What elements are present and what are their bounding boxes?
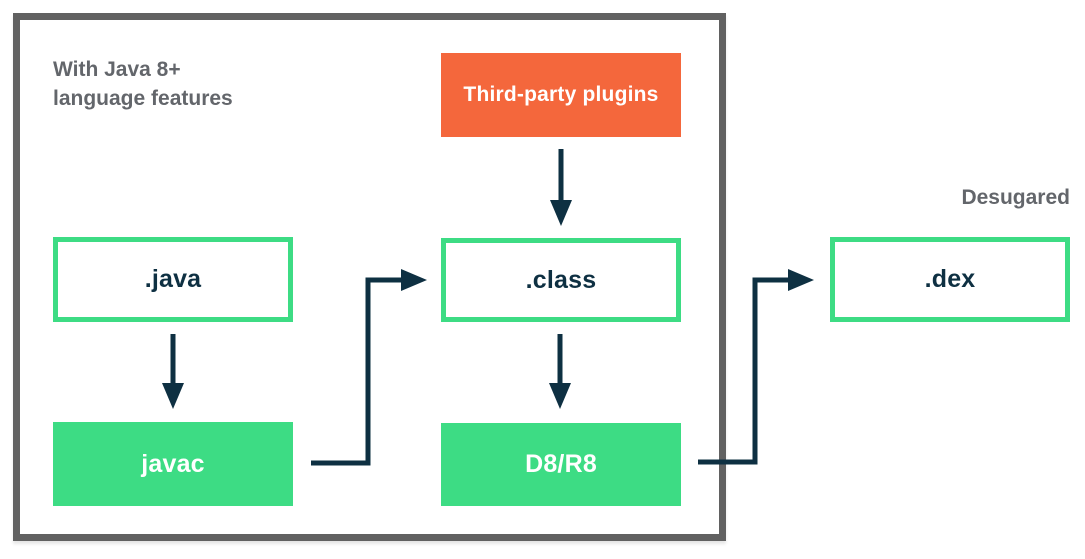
node-third-party-plugins: Third-party plugins [441,53,681,137]
node-javac-compiler-label: javac [141,449,205,478]
node-dex-file-label: .dex [924,265,976,293]
node-javac-compiler: javac [53,422,293,506]
node-java-file: .java [53,237,293,322]
node-third-party-plugins-label: Third-party plugins [463,83,659,106]
note-java8-language-features: With Java 8+ language features [53,58,233,111]
node-java-file-label: .java [144,265,202,293]
desugared-label: Desugared [961,186,1070,209]
node-dex-file: .dex [830,237,1070,322]
toolchain-boundary-frame [13,13,726,541]
node-class-file-label: .class [525,265,597,294]
node-d8r8-compiler: D8/R8 [441,423,681,506]
node-d8r8-compiler-label: D8/R8 [525,450,597,478]
node-class-file: .class [441,238,681,322]
